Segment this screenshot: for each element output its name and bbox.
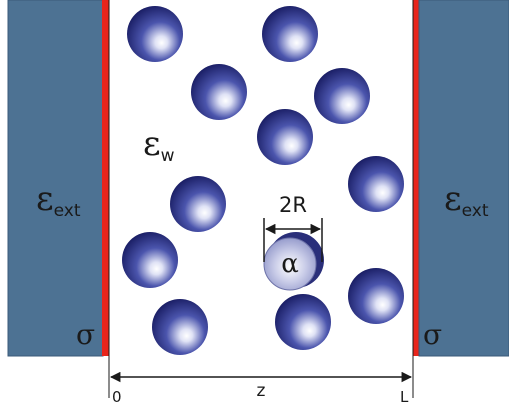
ion-sphere: [348, 268, 404, 324]
highlighted-ion: [263, 232, 324, 291]
eps-w-label: εw: [143, 124, 175, 166]
left-dielectric-slab: [7, 0, 104, 357]
ion-sphere-light: [263, 237, 317, 291]
sigma-right-label: σ: [423, 318, 442, 351]
ion-sphere: [275, 294, 331, 350]
left-charged-wall: [102, 0, 109, 356]
ion-sphere: [191, 64, 247, 120]
eps-symbol: ε: [143, 124, 161, 164]
eps-subscript: ext: [54, 201, 81, 221]
eps-subscript: ext: [462, 201, 489, 221]
ion-sphere: [122, 232, 178, 288]
ion-sphere: [152, 299, 208, 355]
ion-sphere: [257, 109, 313, 165]
eps-ext-left-label: εext: [36, 179, 81, 221]
ion-sphere: [348, 156, 404, 212]
axis-start-label: 0: [112, 388, 122, 406]
right-dielectric-slab: [418, 0, 509, 357]
axis-end-label: L: [400, 388, 409, 406]
right-charged-wall: [413, 0, 420, 356]
eps-ext-right-label: εext: [444, 179, 489, 221]
ion-sphere: [262, 6, 318, 62]
eps-subscript: w: [161, 146, 175, 166]
alpha-label: α: [281, 249, 299, 279]
eps-symbol: ε: [36, 179, 54, 219]
axis-variable-label: z: [257, 381, 266, 401]
eps-symbol: ε: [444, 179, 462, 219]
ions: [122, 6, 404, 355]
sigma-left-label: σ: [76, 318, 95, 351]
radius-label: 2R: [279, 193, 307, 217]
ion-sphere: [170, 176, 226, 232]
ion-sphere: [127, 6, 183, 62]
ion-sphere: [314, 68, 370, 124]
